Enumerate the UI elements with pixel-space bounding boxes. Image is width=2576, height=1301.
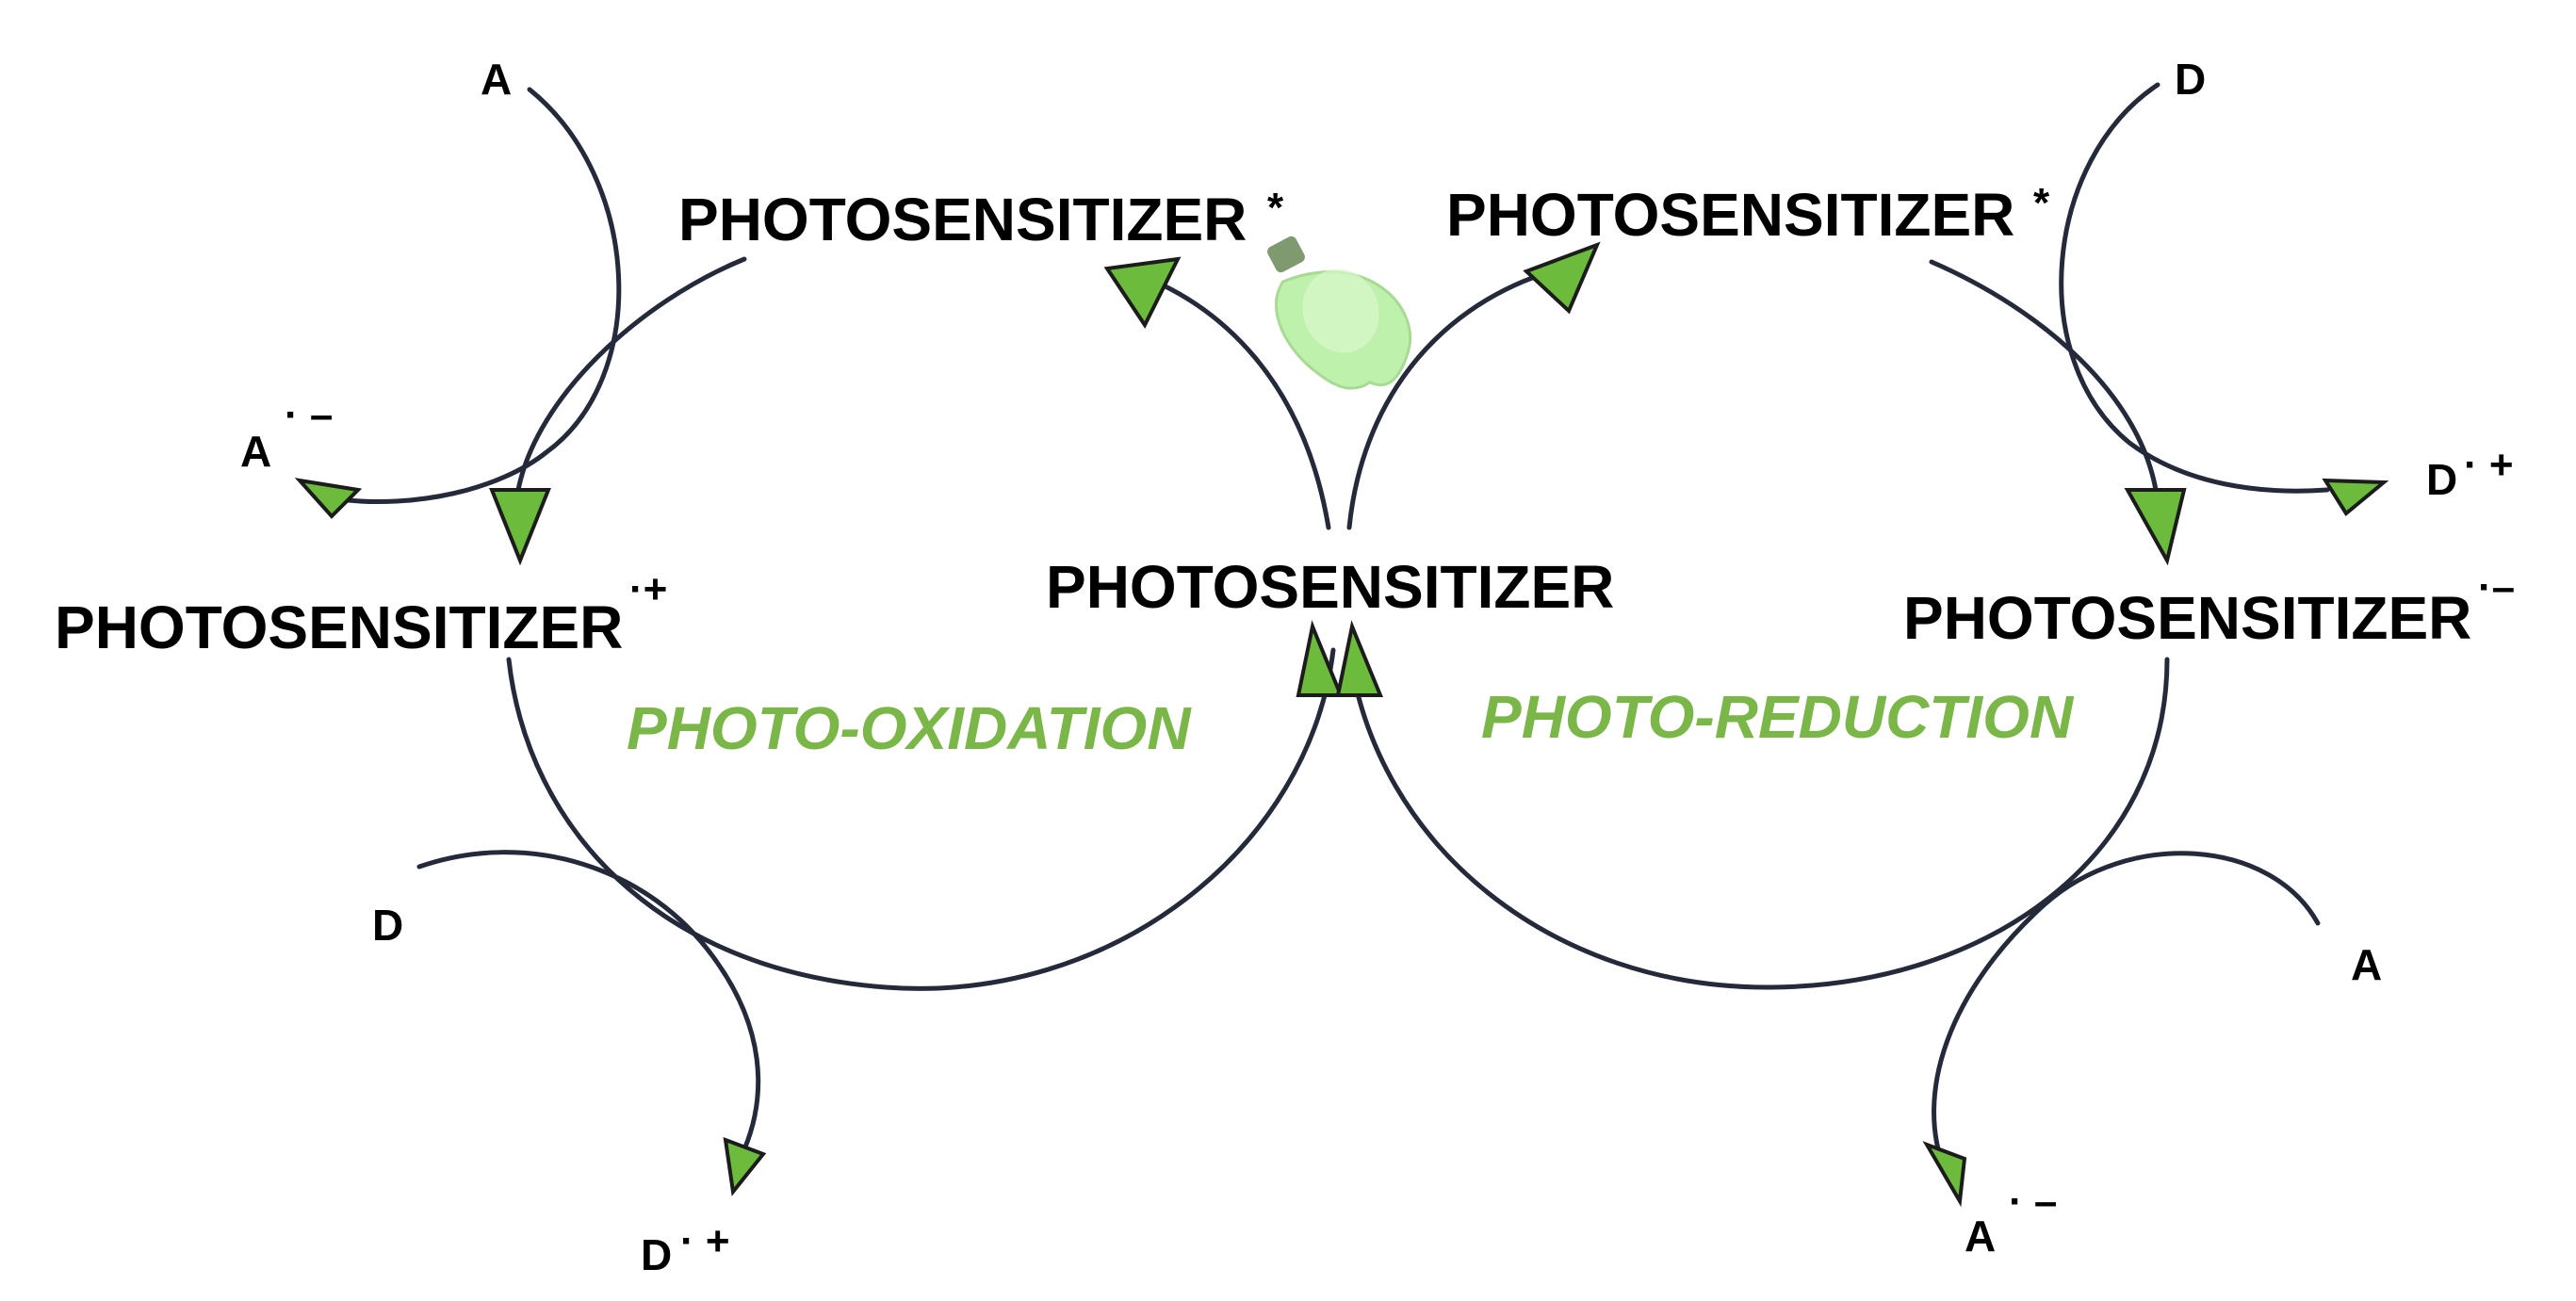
center-photosensitizer-label: PHOTOSENSITIZER xyxy=(1046,553,1614,621)
reduction-donor-out-label: D xyxy=(2426,455,2457,504)
reduction-acceptor-in: A xyxy=(2351,940,2382,989)
oxidation-acceptor-out-label: A xyxy=(240,427,271,476)
oxidation-cycle-arc-lower xyxy=(506,647,1336,991)
oxidation-acceptor-arc xyxy=(336,87,622,505)
arrowhead-oxidation-acceptor-out xyxy=(294,478,363,519)
reduction-cycle-arc-right xyxy=(1929,259,2159,493)
arrowhead-oxidation-radical xyxy=(489,488,551,566)
oxidation-donor-out-mark: · + xyxy=(680,1218,730,1264)
reduction-acceptor-arc xyxy=(1932,851,2321,1176)
oxidation-excited-mark: * xyxy=(1267,185,1284,231)
arrowhead-reduction-acceptor-out xyxy=(1922,1141,1967,1208)
oxidation-donor-in: D xyxy=(372,901,403,950)
oxidation-cycle-arc-left xyxy=(515,256,747,493)
reduction-donor-in: D xyxy=(2175,55,2206,104)
arrowhead-center-right xyxy=(1335,620,1383,697)
arrowhead-oxidation-excited xyxy=(1103,256,1182,329)
reduction-cycle-arc-upper xyxy=(1346,270,1548,530)
oxidation-radical-mark: ·+ xyxy=(629,566,667,612)
reduction-radical-mark: ·– xyxy=(2478,564,2515,610)
light-bulb-icon xyxy=(1267,236,1412,390)
reduction-excited-label: PHOTOSENSITIZER xyxy=(1446,181,2014,249)
reduction-excited-mark: * xyxy=(2033,180,2050,226)
reduction-radical-label: PHOTOSENSITIZER xyxy=(1903,584,2471,652)
oxidation-donor-arc xyxy=(416,850,761,1152)
oxidation-radical-label: PHOTOSENSITIZER xyxy=(55,594,623,661)
arrowhead-reduction-excited xyxy=(1523,241,1601,315)
photo-reduction-title: PHOTO-REDUCTION xyxy=(1481,683,2075,751)
reduction-donor-out-mark: · + xyxy=(2464,442,2514,488)
oxidation-acceptor-out-mark: · – xyxy=(285,392,333,438)
reduction-acceptor-out-label: A xyxy=(1965,1212,1996,1260)
arrowhead-oxidation-donor-out xyxy=(723,1136,767,1196)
photo-oxidation-title: PHOTO-OXIDATION xyxy=(627,694,1192,762)
reduction-acceptor-out-mark: · – xyxy=(2009,1179,2057,1225)
arrowhead-center-left xyxy=(1296,620,1344,697)
arrowhead-reduction-donor-out xyxy=(2322,478,2389,516)
oxidation-excited-label: PHOTOSENSITIZER xyxy=(678,186,1247,253)
reduction-donor-arc xyxy=(2059,82,2330,494)
oxidation-acceptor-in: A xyxy=(481,55,512,104)
reduction-cycle-arc-lower xyxy=(1346,647,2170,990)
oxidation-donor-out-label: D xyxy=(641,1230,672,1279)
arrowhead-reduction-radical xyxy=(2124,488,2187,566)
